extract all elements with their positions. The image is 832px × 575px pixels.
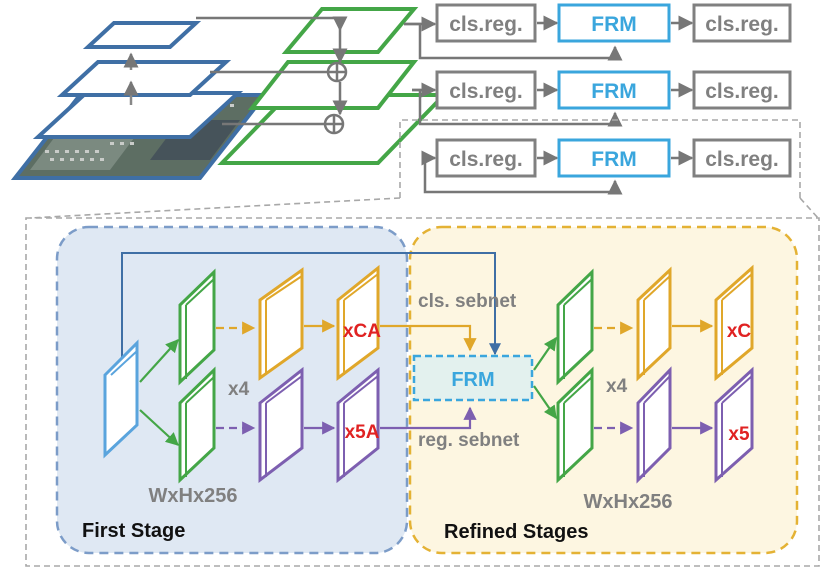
refined-reg-output-map bbox=[714, 366, 754, 484]
refined-reg-subnet-map bbox=[636, 366, 672, 484]
first-cls-feature-map bbox=[178, 268, 216, 386]
frm-box bbox=[557, 70, 671, 110]
first-dims-label: WxHx256 bbox=[149, 485, 238, 507]
first-reg-output-label: x5A bbox=[345, 422, 380, 443]
first-repeat-label: x4 bbox=[228, 379, 250, 400]
backbone-pyramid bbox=[32, 21, 244, 139]
cls-reg-label: cls.reg. bbox=[449, 13, 523, 36]
refined-cls-output-map bbox=[714, 264, 754, 382]
frm-box bbox=[557, 3, 671, 43]
detection-row: cls.reg. FRM cls.reg. bbox=[435, 70, 792, 110]
cls-reg-box bbox=[435, 138, 537, 178]
refined-repeat-label: x4 bbox=[606, 376, 628, 397]
cls-reg-label: cls.reg. bbox=[705, 80, 779, 103]
refined-reg-feature-map bbox=[556, 366, 594, 484]
frm-label: FRM bbox=[591, 13, 637, 36]
refined-dims-label: WxHx256 bbox=[584, 491, 673, 513]
input-feature-map bbox=[103, 339, 139, 459]
refined-cls-feature-map bbox=[556, 268, 594, 386]
cls-reg-box bbox=[435, 3, 537, 43]
sum-icon bbox=[326, 61, 348, 83]
first-stage-region bbox=[55, 225, 409, 555]
detection-row: cls.reg. FRM cls.reg. bbox=[435, 3, 792, 43]
first-cls-output-map bbox=[336, 264, 380, 381]
first-cls-subnet-map bbox=[258, 267, 304, 381]
backbone-level-3 bbox=[32, 91, 244, 139]
first-stage-title: First Stage bbox=[82, 520, 185, 542]
fpn-pyramid bbox=[217, 7, 449, 165]
refined-cls-subnet-map bbox=[636, 266, 672, 382]
refined-cls-output-label: xC bbox=[727, 321, 752, 342]
refined-stage-title: Refined Stages bbox=[444, 521, 588, 543]
cls-reg-label: cls.reg. bbox=[449, 148, 523, 171]
refined-stage-region bbox=[408, 225, 799, 555]
first-reg-feature-map bbox=[178, 366, 216, 484]
reg-subnet-label: reg. sebnet bbox=[418, 430, 520, 451]
sum-icon bbox=[323, 113, 345, 135]
fpn-level-1 bbox=[281, 7, 419, 54]
cls-reg-box bbox=[435, 70, 537, 110]
cls-subnet-label: cls. sebnet bbox=[418, 291, 517, 312]
frm-label: FRM bbox=[591, 148, 637, 171]
detection-row: cls.reg. FRM cls.reg. bbox=[435, 138, 792, 178]
frm-module bbox=[412, 354, 534, 402]
first-reg-output-map bbox=[336, 366, 380, 484]
cls-reg-label: cls.reg. bbox=[449, 80, 523, 103]
first-cls-output-label: xCA bbox=[343, 321, 381, 342]
cls-reg-label: cls.reg. bbox=[705, 13, 779, 36]
backbone-level-1 bbox=[82, 21, 202, 49]
cls-reg-label: cls.reg. bbox=[705, 148, 779, 171]
cls-reg-box bbox=[692, 138, 792, 178]
cls-reg-box bbox=[692, 70, 792, 110]
frm-label: FRM bbox=[591, 80, 637, 103]
first-reg-subnet-map bbox=[258, 366, 304, 484]
cls-reg-box bbox=[692, 3, 792, 43]
zoom-outline bbox=[25, 119, 820, 567]
frm-module-label: FRM bbox=[451, 369, 494, 391]
backbone-level-2 bbox=[56, 60, 232, 97]
refined-reg-output-label: x5 bbox=[728, 424, 750, 445]
frm-box bbox=[557, 138, 671, 178]
